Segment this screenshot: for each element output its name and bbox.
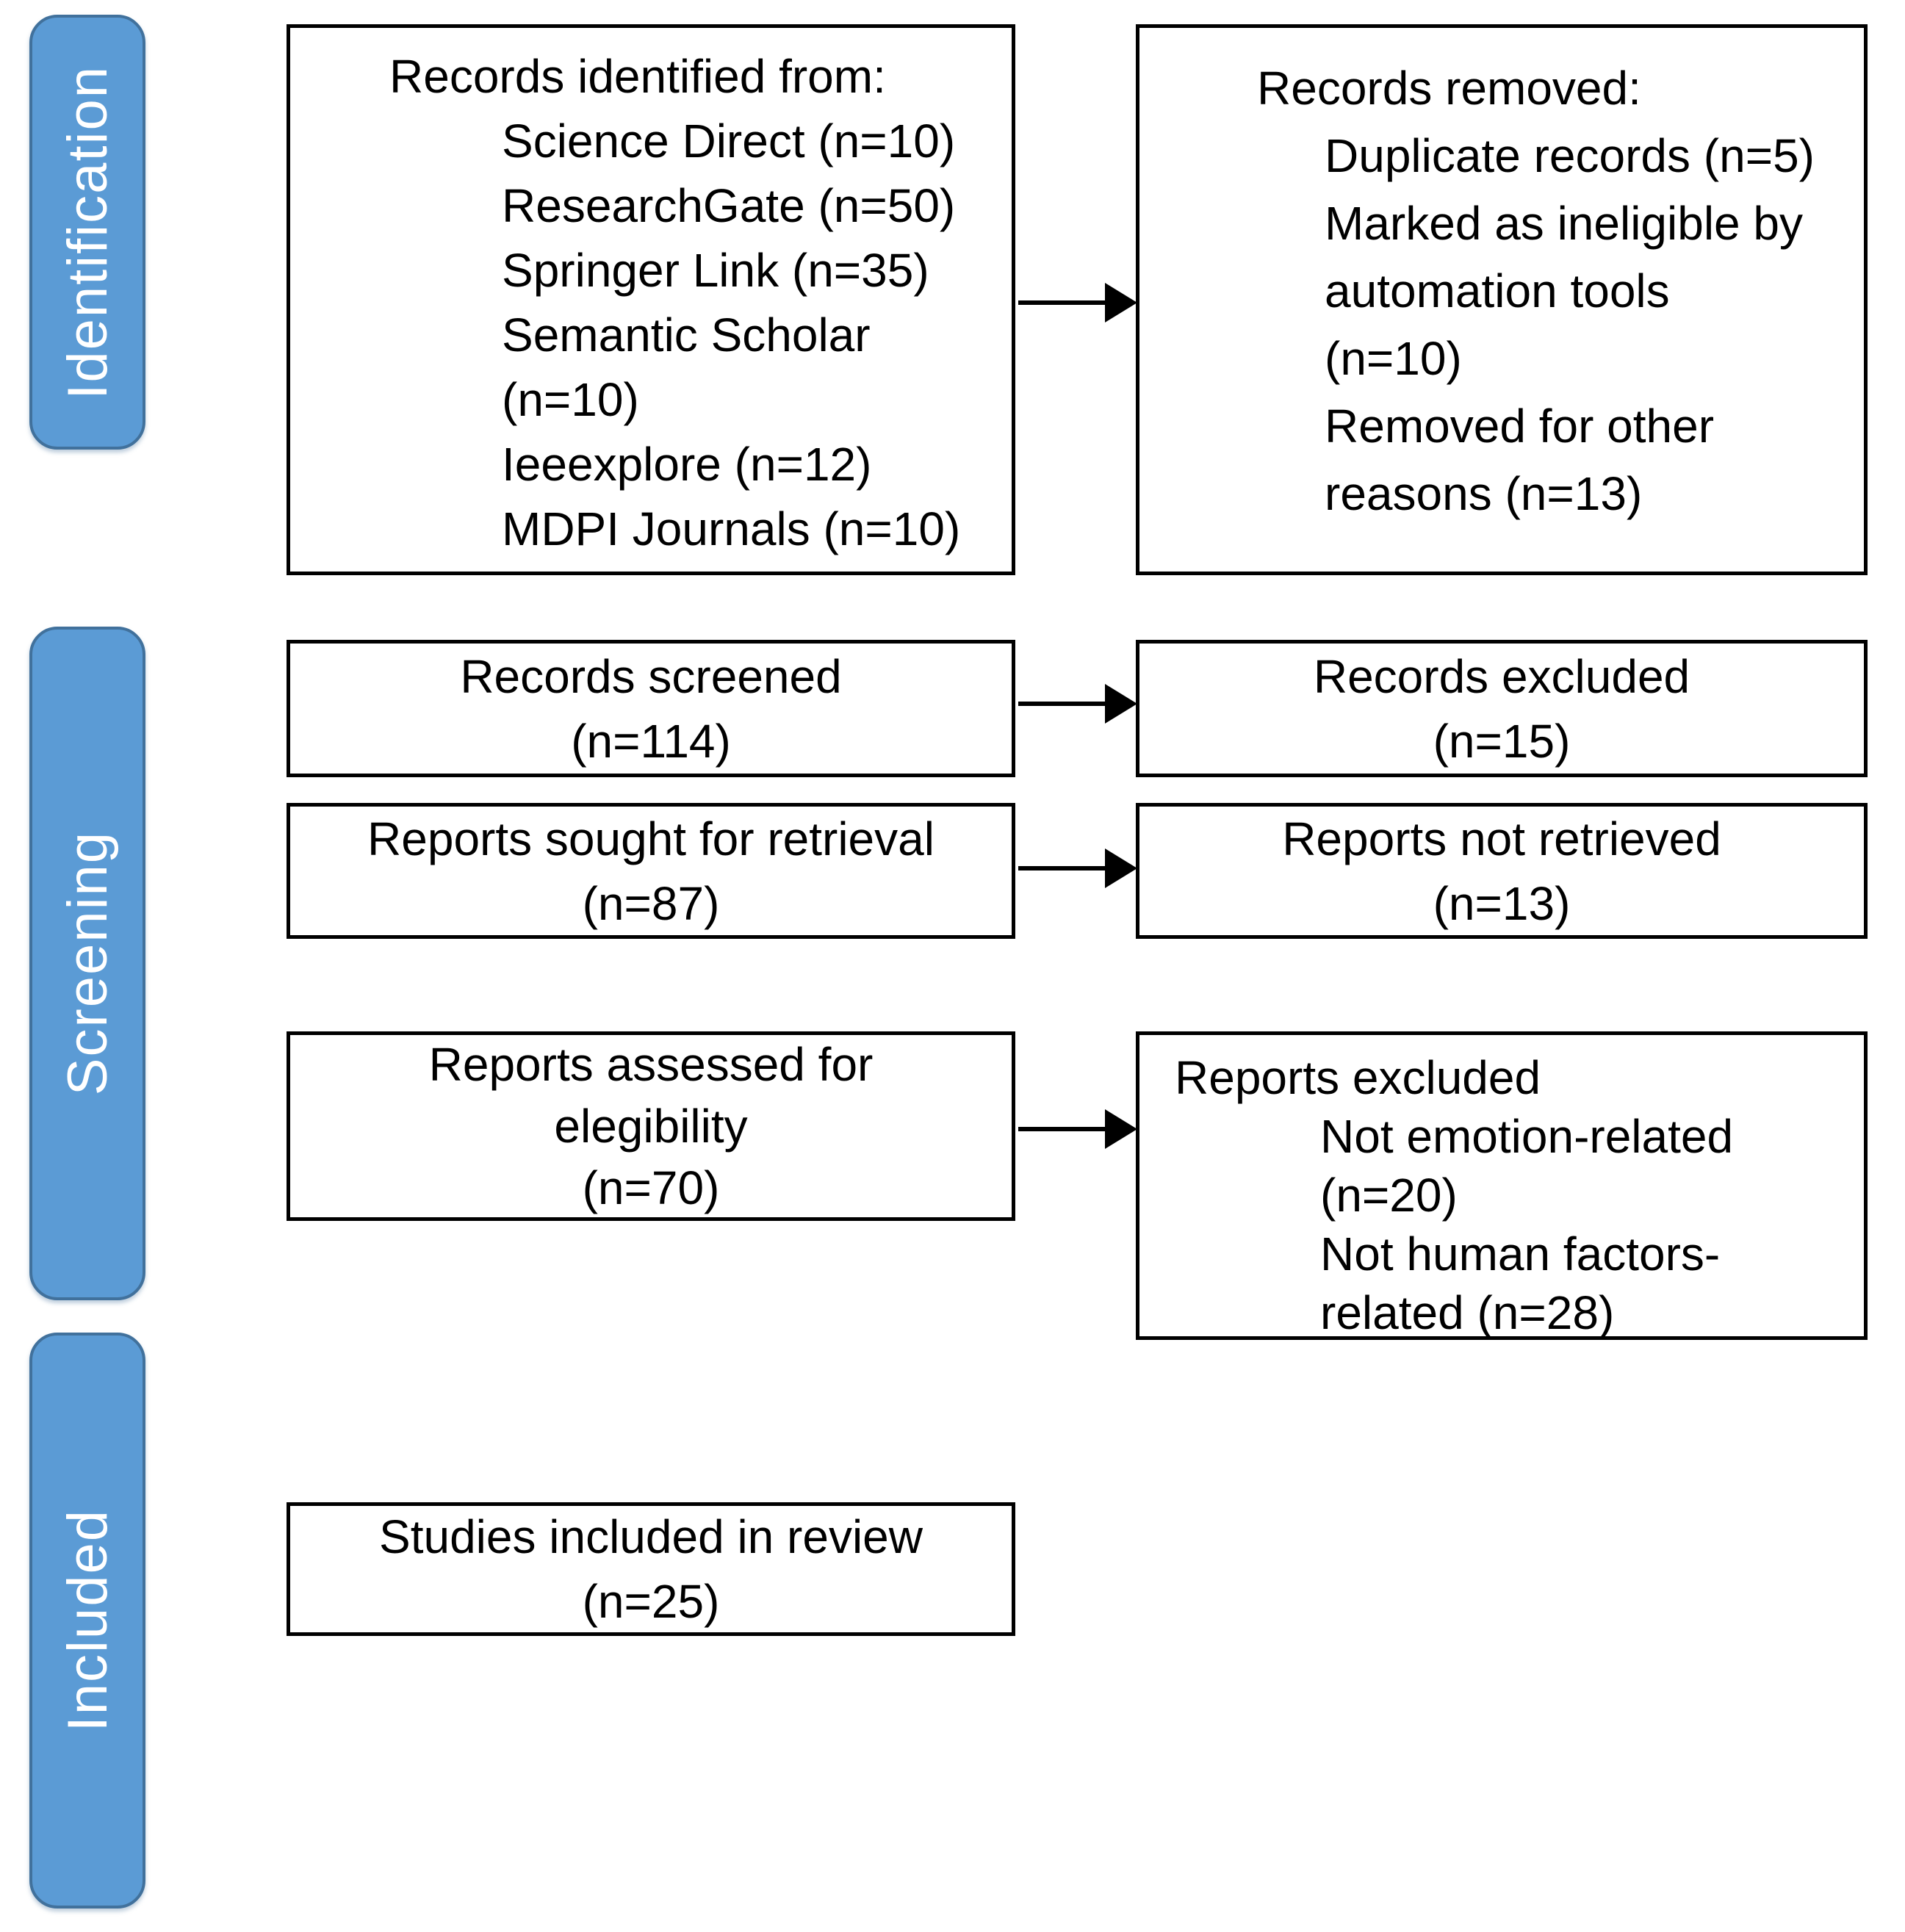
removal-line: Duplicate records (n=5) bbox=[1325, 129, 1815, 182]
exclusion-line: Not human factors- bbox=[1320, 1228, 1721, 1280]
exclusion-line: Not emotion-related bbox=[1320, 1110, 1734, 1163]
removal-line: automation tools bbox=[1325, 264, 1670, 317]
arrow-right-icon bbox=[1105, 684, 1137, 724]
records-screened-box: Records screened (n=114) bbox=[287, 640, 1015, 777]
records-identified-box: Records identified from: Science Direct … bbox=[287, 24, 1015, 575]
source-line: MDPI Journals (n=10) bbox=[502, 502, 961, 555]
box-line: Records excluded bbox=[1313, 649, 1690, 703]
box-line: Reports assessed for bbox=[428, 1038, 874, 1091]
reports-sought-box: Reports sought for retrieval (n=87) bbox=[287, 803, 1015, 939]
box-line: (n=15) bbox=[1433, 714, 1571, 768]
source-line: Science Direct (n=10) bbox=[502, 115, 956, 167]
records-removed-box: Records removed: Duplicate records (n=5)… bbox=[1136, 24, 1868, 575]
stage-bar-screening: Screening bbox=[29, 627, 145, 1300]
source-line: (n=10) bbox=[502, 373, 639, 426]
box-line: Records screened bbox=[460, 649, 842, 703]
records-identified-heading: Records identified from: bbox=[389, 50, 886, 103]
box-line: (n=25) bbox=[582, 1575, 720, 1628]
removal-line: (n=10) bbox=[1325, 332, 1462, 385]
stage-bar-identification: Identification bbox=[29, 15, 145, 450]
box-line: Reports not retrieved bbox=[1282, 812, 1721, 865]
box-line: (n=13) bbox=[1433, 876, 1571, 930]
removal-line: Marked as ineligible by bbox=[1325, 197, 1803, 250]
box-line: (n=114) bbox=[571, 714, 731, 768]
source-line: Ieeexplore (n=12) bbox=[502, 438, 872, 491]
studies-included-box: Studies included in review (n=25) bbox=[287, 1502, 1015, 1636]
stage-label-identification: Identification bbox=[56, 65, 119, 400]
records-excluded-box: Records excluded (n=15) bbox=[1136, 640, 1868, 777]
arrow-right-icon bbox=[1105, 848, 1137, 888]
stage-label-screening: Screening bbox=[56, 831, 119, 1096]
arrow-line bbox=[1018, 702, 1112, 706]
records-removed-heading: Records removed: bbox=[1257, 62, 1641, 115]
reports-excluded-box: Reports excluded Not emotion-related (n=… bbox=[1136, 1031, 1868, 1340]
stage-bar-included: Included bbox=[29, 1333, 145, 1908]
box-line: elegibility bbox=[554, 1100, 748, 1153]
reports-assessed-box: Reports assessed for elegibility (n=70) bbox=[287, 1031, 1015, 1221]
arrow-line bbox=[1018, 300, 1112, 305]
box-line: (n=70) bbox=[582, 1161, 720, 1214]
reports-excluded-heading: Reports excluded bbox=[1175, 1051, 1541, 1104]
reports-not-retrieved-box: Reports not retrieved (n=13) bbox=[1136, 803, 1868, 939]
source-line: ResearchGate (n=50) bbox=[502, 179, 956, 232]
arrow-line bbox=[1018, 866, 1112, 871]
source-line: Semantic Scholar bbox=[502, 309, 871, 361]
arrow-right-icon bbox=[1105, 1109, 1137, 1149]
source-line: Springer Link (n=35) bbox=[502, 244, 929, 297]
arrow-line bbox=[1018, 1127, 1112, 1131]
box-line: Studies included in review bbox=[379, 1510, 923, 1563]
removal-line: Removed for other bbox=[1325, 400, 1715, 453]
exclusion-line: (n=20) bbox=[1320, 1169, 1458, 1222]
box-line: (n=87) bbox=[582, 876, 720, 930]
arrow-right-icon bbox=[1105, 283, 1137, 322]
exclusion-line: related (n=28) bbox=[1320, 1286, 1615, 1339]
removal-line: reasons (n=13) bbox=[1325, 467, 1643, 520]
stage-label-included: Included bbox=[56, 1509, 119, 1732]
box-line: Reports sought for retrieval bbox=[367, 812, 935, 865]
